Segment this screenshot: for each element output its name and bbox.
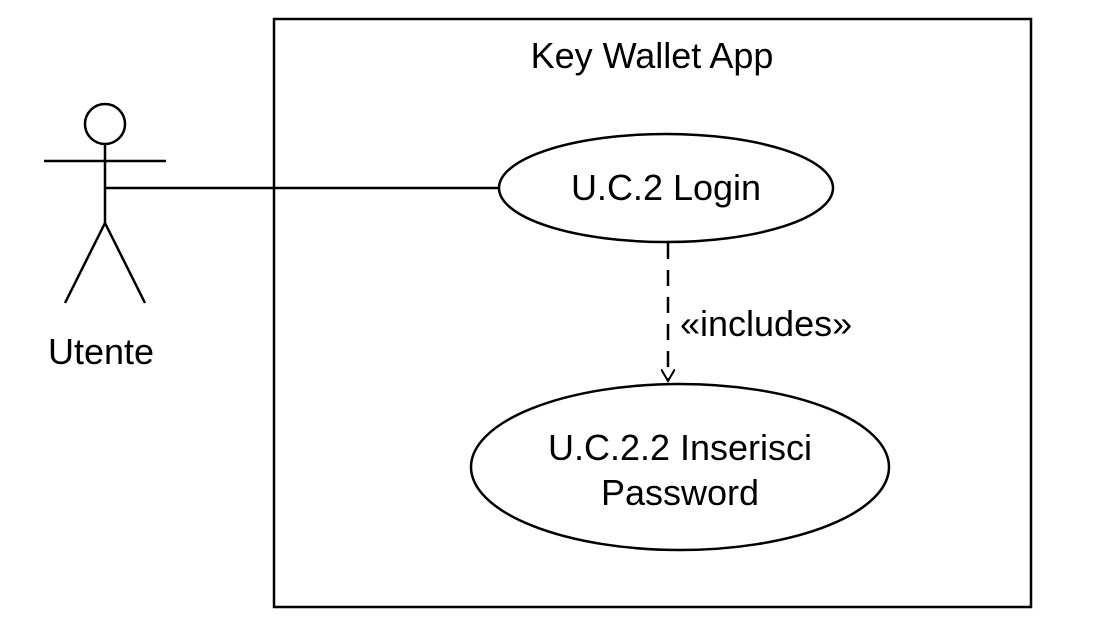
- use-case-inserisci-password: [469, 382, 891, 552]
- system-boundary: [272, 17, 1033, 609]
- actor-head: [83, 102, 127, 146]
- system-title: Key Wallet App: [531, 35, 774, 76]
- use-case-inserisci-password-label-line1: U.C.2.2 Inserisci: [548, 427, 812, 468]
- use-case-login-label: U.C.2 Login: [571, 167, 761, 208]
- include-label: «includes»: [680, 303, 852, 344]
- actor-right-leg: [103, 222, 147, 304]
- use-case-login: [497, 132, 835, 244]
- actor-left-leg: [63, 222, 107, 304]
- actor-name: Utente: [48, 331, 154, 372]
- actor-utente: [44, 102, 166, 304]
- use-case-inserisci-password-label-line2: Password: [601, 472, 759, 513]
